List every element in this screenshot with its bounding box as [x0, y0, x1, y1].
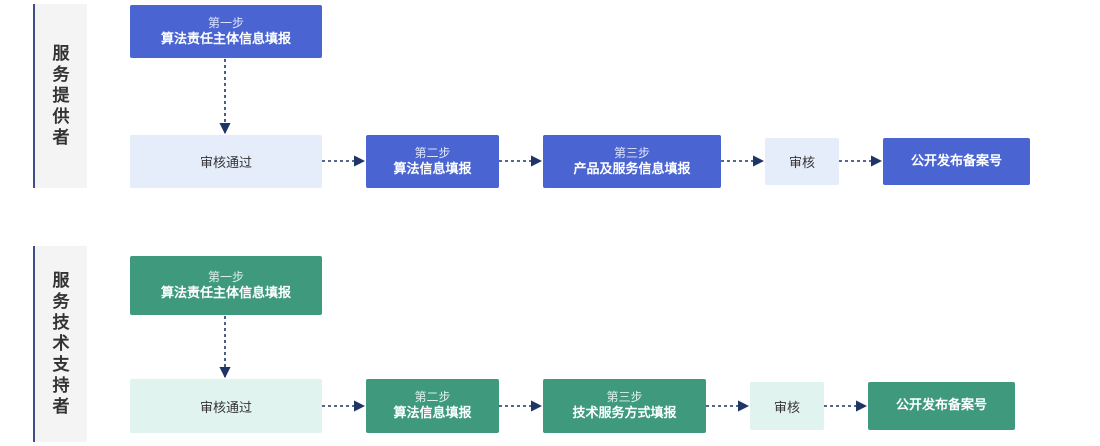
step-number: 第二步 — [414, 145, 451, 160]
review-label: 审核 — [788, 156, 815, 171]
tech-support-side-label: 服 务 技 术 支 持 者 — [33, 246, 87, 442]
step-number: 第三步 — [613, 145, 650, 160]
side-char: 持 — [52, 375, 70, 396]
step-title: 算法信息填报 — [393, 161, 472, 177]
side-char: 务 — [52, 64, 70, 85]
publish-label: 公开发布备案号 — [895, 398, 987, 413]
review-pass-label: 审核通过 — [199, 156, 252, 171]
tech-step2-box: 第二步 算法信息填报 — [366, 379, 499, 433]
review-pass-label: 审核通过 — [199, 400, 252, 416]
provider-side-label: 服 务 提 供 者 — [33, 4, 87, 188]
side-char: 供 — [52, 106, 70, 127]
provider-publish-box: 公开发布备案号 — [883, 138, 1030, 185]
side-char: 务 — [52, 291, 70, 312]
step-number: 第二步 — [414, 390, 451, 404]
side-char: 者 — [52, 396, 70, 417]
tech-step1-box: 第一步 算法责任主体信息填报 — [130, 256, 322, 315]
side-char: 支 — [52, 354, 70, 375]
tech-review-pass-box: 审核通过 — [130, 379, 322, 433]
tech-review-box: 审核 — [750, 382, 824, 430]
step-number: 第一步 — [207, 269, 244, 284]
step-title: 算法责任主体信息填报 — [160, 31, 291, 47]
side-char: 技 — [52, 312, 70, 333]
step-title: 技术服务方式填报 — [572, 406, 677, 421]
provider-step2-box: 第二步 算法信息填报 — [366, 135, 499, 188]
tech-step3-box: 第三步 技术服务方式填报 — [543, 379, 706, 433]
side-char: 服 — [52, 270, 70, 291]
side-char: 服 — [52, 43, 70, 64]
provider-step3-box: 第三步 产品及服务信息填报 — [543, 135, 721, 188]
step-title: 产品及服务信息填报 — [573, 161, 691, 177]
step-number: 第三步 — [606, 390, 643, 404]
side-char: 术 — [52, 333, 70, 354]
publish-label: 公开发布备案号 — [910, 153, 1002, 169]
review-label: 审核 — [773, 400, 800, 416]
provider-review-box: 审核 — [765, 138, 839, 185]
provider-review-pass-box: 审核通过 — [130, 135, 322, 188]
step-title: 算法信息填报 — [393, 406, 472, 421]
tech-publish-box: 公开发布备案号 — [868, 382, 1015, 430]
side-char: 者 — [52, 127, 70, 148]
side-char: 提 — [52, 85, 70, 106]
provider-step1-box: 第一步 算法责任主体信息填报 — [130, 5, 322, 58]
step-number: 第一步 — [207, 15, 244, 30]
step-title: 算法责任主体信息填报 — [160, 285, 291, 301]
